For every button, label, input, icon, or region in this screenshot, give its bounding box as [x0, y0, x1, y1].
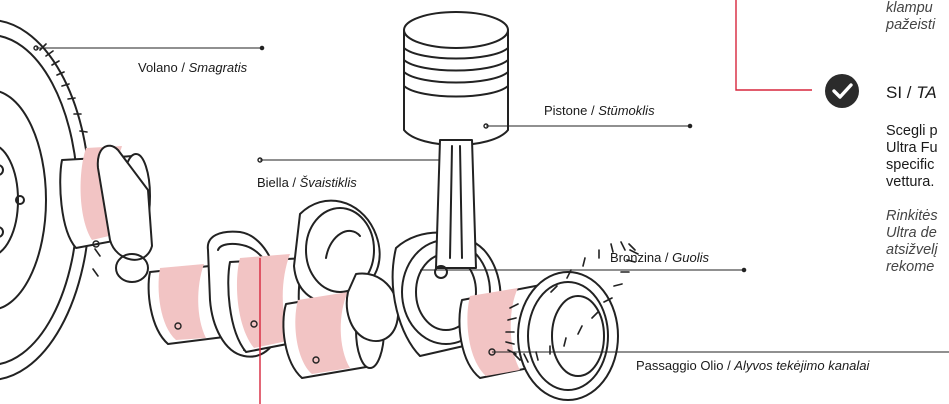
it-text-line-1: Scegli p	[886, 123, 938, 140]
timing-gear	[506, 242, 638, 400]
it-text-line-4: vettura.	[886, 174, 934, 191]
label-passaggio-olio: Passaggio Olio / Alyvos tekėjimo kanalai	[636, 358, 869, 373]
lt-text-line-2: Ultra de	[886, 225, 937, 242]
label-volano: Volano / Smagratis	[138, 60, 247, 75]
label-bronzina: Bronzina / Guolis	[610, 250, 709, 265]
si-title: SI / TA	[886, 83, 937, 103]
top-text-line-1: klampu	[886, 0, 933, 17]
it-text-line-3: specific	[886, 157, 934, 174]
label-pistone: Pistone / Stūmoklis	[544, 103, 655, 118]
label-biella: Biella / Švaistiklis	[257, 175, 357, 190]
red-connector-line	[736, 0, 812, 90]
lt-text-line-4: rekome	[886, 259, 934, 276]
lt-text-line-1: Rinkitės	[886, 208, 938, 225]
lt-text-line-3: atsižvelį	[886, 242, 938, 259]
top-text-line-2: pažeisti	[886, 17, 935, 34]
check-circle-icon	[825, 74, 859, 108]
it-text-line-2: Ultra Fu	[886, 140, 938, 157]
